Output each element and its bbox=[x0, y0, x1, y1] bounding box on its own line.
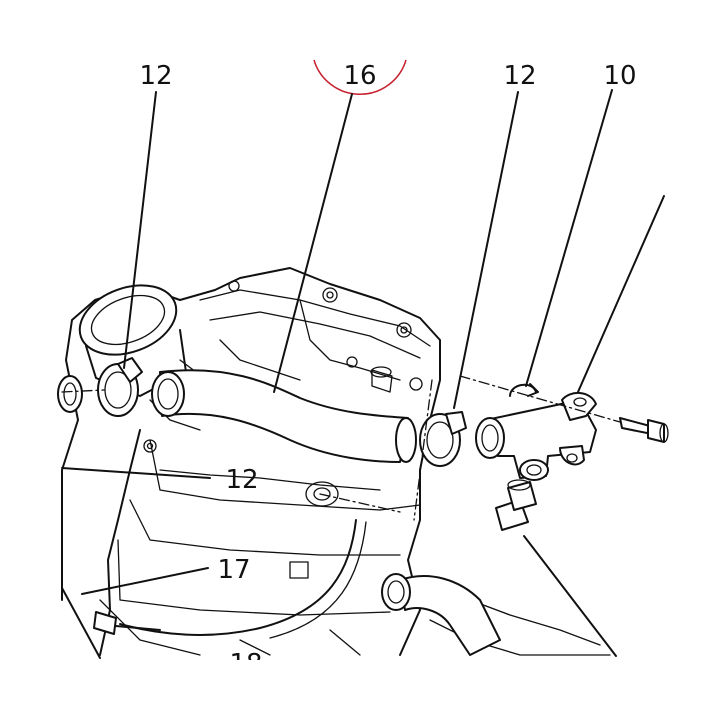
coolant-hose bbox=[151, 369, 417, 463]
highlight-circle bbox=[313, 59, 407, 96]
label-clamp-middle: 12 bbox=[225, 465, 258, 495]
mounting-screw bbox=[619, 417, 669, 443]
intake-stub bbox=[78, 284, 187, 397]
bottom-crop-mask bbox=[0, 660, 720, 720]
leader-lines bbox=[61, 89, 665, 659]
temperature-sensor bbox=[495, 479, 537, 531]
harness-connector bbox=[93, 611, 161, 635]
seal-ring bbox=[57, 375, 83, 413]
label-harness: 17 bbox=[217, 555, 250, 585]
union-fitting bbox=[475, 383, 597, 481]
label-union-fitting: 10 bbox=[603, 61, 636, 91]
assembly-axis-lines bbox=[61, 375, 621, 521]
label-clamp-right-top: 12 bbox=[503, 61, 536, 91]
hose-clamp-right bbox=[419, 411, 467, 467]
hose-clamp-left bbox=[97, 357, 143, 417]
label-clamp-left-top: 12 bbox=[139, 61, 172, 91]
label-hose: 16 bbox=[343, 61, 376, 91]
lower-pipe bbox=[381, 573, 501, 656]
engine-block bbox=[61, 267, 611, 656]
